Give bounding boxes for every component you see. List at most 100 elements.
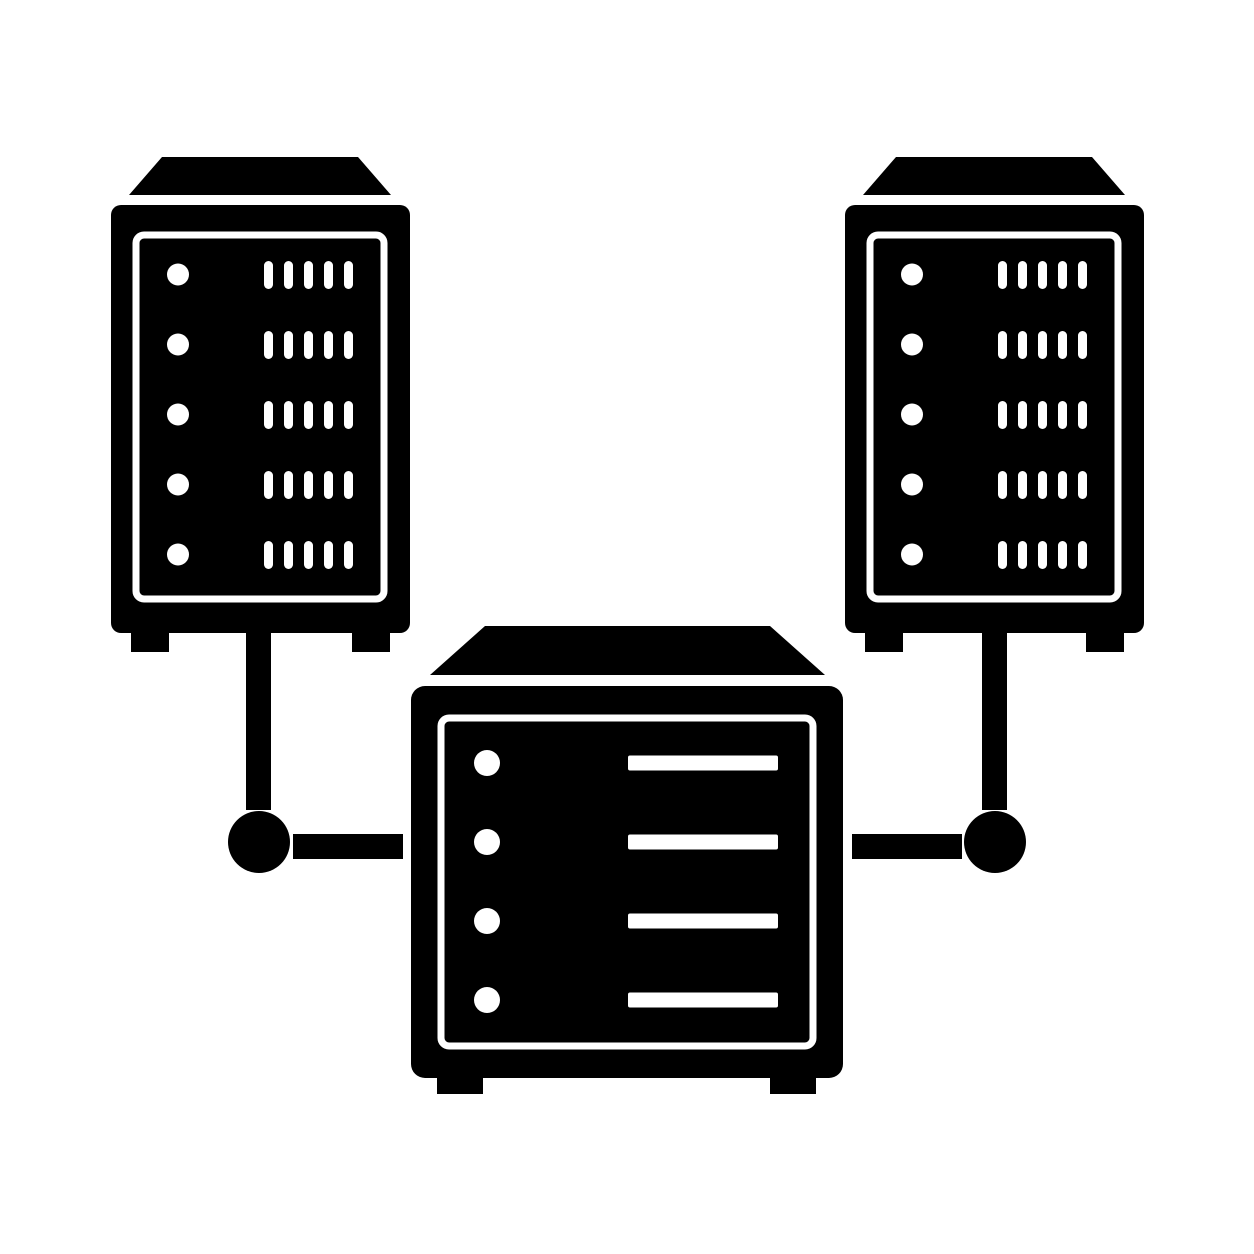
led-indicator-icon: [474, 987, 500, 1013]
led-indicator-icon: [167, 543, 189, 566]
vent-bar: [304, 261, 313, 289]
drive-bay: [455, 968, 800, 1032]
tower-top: [863, 157, 1125, 195]
vent-bar: [284, 401, 293, 429]
tower-foot: [352, 630, 390, 652]
vent-bar: [1038, 261, 1047, 289]
vent-bar: [1018, 541, 1027, 569]
vent-bar: [324, 471, 333, 499]
drive-slot: [455, 889, 800, 953]
drive-slot: [455, 731, 800, 795]
vent-bar: [1018, 471, 1027, 499]
tower-foot: [865, 630, 903, 652]
vent-bar: [1078, 541, 1087, 569]
drive-slot: [885, 317, 1105, 372]
drive-label-strip: [628, 913, 778, 929]
drive-slot: [455, 968, 800, 1032]
vent-bar: [264, 541, 273, 569]
vent-bar: [284, 331, 293, 359]
vent-bar: [1018, 401, 1027, 429]
drive-bay: [151, 247, 371, 302]
vent-bar: [1078, 471, 1087, 499]
right-tower: [845, 157, 1144, 652]
drive-slot: [151, 527, 371, 582]
drive-slot: [885, 387, 1105, 442]
led-indicator-icon: [167, 403, 189, 426]
vent-bar: [324, 401, 333, 429]
led-indicator-icon: [901, 333, 923, 356]
vent-bar: [344, 541, 353, 569]
vent-bar: [1018, 261, 1027, 289]
server-slots: [455, 731, 800, 1032]
vent-bar: [304, 471, 313, 499]
link-line-left-vertical: [246, 630, 271, 810]
vent-bar: [1058, 261, 1067, 289]
vent-bar: [324, 331, 333, 359]
led-indicator-icon: [167, 473, 189, 496]
drive-slot: [885, 457, 1105, 512]
vent-bar: [1078, 401, 1087, 429]
led-indicator-icon: [901, 403, 923, 426]
vent-bar: [1078, 261, 1087, 289]
server-foot: [770, 1074, 816, 1094]
vent-bar: [344, 471, 353, 499]
link-line-right-horizontal: [852, 834, 962, 859]
server-top: [430, 626, 825, 675]
led-indicator-icon: [901, 473, 923, 496]
drive-bay: [885, 457, 1105, 512]
drive-bay: [885, 527, 1105, 582]
left-tower: [111, 157, 410, 652]
drive-bay: [885, 317, 1105, 372]
vent-bar: [304, 331, 313, 359]
link-node-right: [964, 811, 1026, 873]
drive-slot: [885, 527, 1105, 582]
vent-bar: [1058, 471, 1067, 499]
vent-bar: [304, 541, 313, 569]
vent-bar: [264, 471, 273, 499]
drive-bay: [151, 527, 371, 582]
vent-bar: [284, 541, 293, 569]
vent-bar: [1058, 541, 1067, 569]
link-line-right-vertical: [982, 630, 1007, 810]
vent-bar: [344, 401, 353, 429]
central-server: [411, 626, 843, 1094]
drive-bay: [885, 247, 1105, 302]
server-foot: [437, 1074, 483, 1094]
vent-bar: [344, 331, 353, 359]
tower-slots: [151, 247, 371, 582]
led-indicator-icon: [167, 263, 189, 286]
vent-bar: [324, 261, 333, 289]
vent-bar: [284, 261, 293, 289]
drive-bay: [455, 810, 800, 874]
drive-slot: [151, 387, 371, 442]
vent-bar: [998, 401, 1007, 429]
drive-bay: [151, 387, 371, 442]
drive-label-strip: [628, 755, 778, 771]
vent-bar: [344, 261, 353, 289]
led-indicator-icon: [167, 333, 189, 356]
drive-bay: [151, 317, 371, 372]
tower-slots: [885, 247, 1105, 582]
link-line-left-horizontal: [293, 834, 403, 859]
vent-bar: [1038, 331, 1047, 359]
vent-bar: [1058, 401, 1067, 429]
drive-label-strip: [628, 834, 778, 850]
drive-bay: [885, 387, 1105, 442]
vent-bar: [1058, 331, 1067, 359]
tower-foot: [131, 630, 169, 652]
led-indicator-icon: [901, 543, 923, 566]
connection-right: [852, 630, 1026, 873]
led-indicator-icon: [474, 750, 500, 776]
drive-slot: [151, 317, 371, 372]
drive-bay: [455, 889, 800, 953]
vent-bar: [284, 471, 293, 499]
drive-slot: [151, 247, 371, 302]
vent-bar: [1038, 541, 1047, 569]
vent-bar: [264, 261, 273, 289]
vent-bar: [1038, 471, 1047, 499]
drive-slot: [151, 457, 371, 512]
drive-slot: [455, 810, 800, 874]
link-node-left: [228, 811, 290, 873]
vent-bar: [264, 331, 273, 359]
vent-bar: [1078, 331, 1087, 359]
